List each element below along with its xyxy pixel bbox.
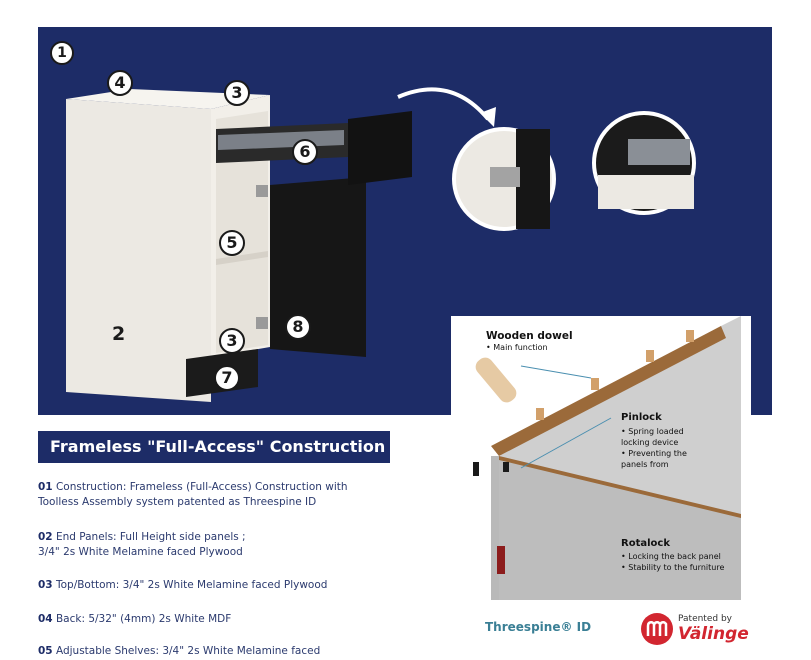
badge-4: 4 xyxy=(107,70,133,96)
spec-item-03: 03 Top/Bottom: 3/4" 2s White Melamine fa… xyxy=(38,578,438,593)
cabinet-interior xyxy=(216,111,268,353)
dowel-item: • Main function xyxy=(486,343,548,352)
spec-num: 05 xyxy=(38,645,53,657)
badge-7: 7 xyxy=(214,365,240,391)
badge-8: 8 xyxy=(285,314,311,340)
cabinet-door xyxy=(270,177,366,357)
spec-text-2: Toolless Assembly system patented as Thr… xyxy=(38,496,317,508)
spec-text-2: 3/4" 2s White Melamine faced Plywood xyxy=(38,546,243,558)
rotalock-title: Rotalock xyxy=(621,538,670,549)
valinge-logo: Patented by Välinge xyxy=(640,612,749,645)
spec-num: 03 xyxy=(38,579,53,591)
cabinet-side-panel xyxy=(66,99,211,402)
badge-6: 6 xyxy=(292,139,318,165)
hinge-top xyxy=(256,185,268,197)
badge-3-top: 3 xyxy=(224,80,250,106)
threespine-diagram: Wooden dowel • Main function Pinlock • S… xyxy=(451,316,751,600)
spec-num: 02 xyxy=(38,531,53,543)
badge-1: 1 xyxy=(50,41,74,65)
spec-num: 01 xyxy=(38,481,53,493)
label-2: 2 xyxy=(112,323,126,345)
spec-item-04: 04 Back: 5/32" (4mm) 2s White MDF xyxy=(38,612,438,627)
cabinet-shelf xyxy=(216,251,268,265)
spec-text: Top/Bottom: 3/4" 2s White Melamine faced… xyxy=(55,579,328,591)
threespine-logo: Threespine® ID xyxy=(485,620,592,634)
spec-text: Construction: Frameless (Full-Access) Co… xyxy=(55,481,348,493)
valinge-mark-icon xyxy=(641,613,673,645)
spec-num: 04 xyxy=(38,613,53,625)
rotalock-items: • Locking the back panel • Stability to … xyxy=(621,552,725,572)
valinge-prefix: Patented by xyxy=(678,614,732,624)
pinlock-title: Pinlock xyxy=(621,412,662,423)
spec-item-01: 01 Construction: Frameless (Full-Access)… xyxy=(38,480,438,510)
badge-3-bottom: 3 xyxy=(219,328,245,354)
pinlock-items: • Spring loaded locking device • Prevent… xyxy=(621,427,687,469)
section-title: Frameless "Full-Access" Construction xyxy=(38,431,390,463)
spec-item-05: 05 Adjustable Shelves: 3/4" 2s White Mel… xyxy=(38,644,438,659)
spec-text: Adjustable Shelves: 3/4" 2s White Melami… xyxy=(55,645,321,657)
valinge-name: Välinge xyxy=(678,624,749,644)
spec-text: Back: 5/32" (4mm) 2s White MDF xyxy=(55,613,232,625)
arrow-icon xyxy=(397,87,490,121)
spec-item-02: 02 End Panels: Full Height side panels ;… xyxy=(38,530,438,560)
dowel-title: Wooden dowel xyxy=(486,330,573,342)
panel-diagram xyxy=(473,316,741,600)
badge-5: 5 xyxy=(219,230,245,256)
hero-illustration: 1 4 3 6 5 2 3 8 7 xyxy=(38,27,772,415)
spec-text: End Panels: Full Height side panels ; xyxy=(55,531,246,543)
drawer-front xyxy=(348,111,412,185)
hinge-bottom xyxy=(256,317,268,329)
